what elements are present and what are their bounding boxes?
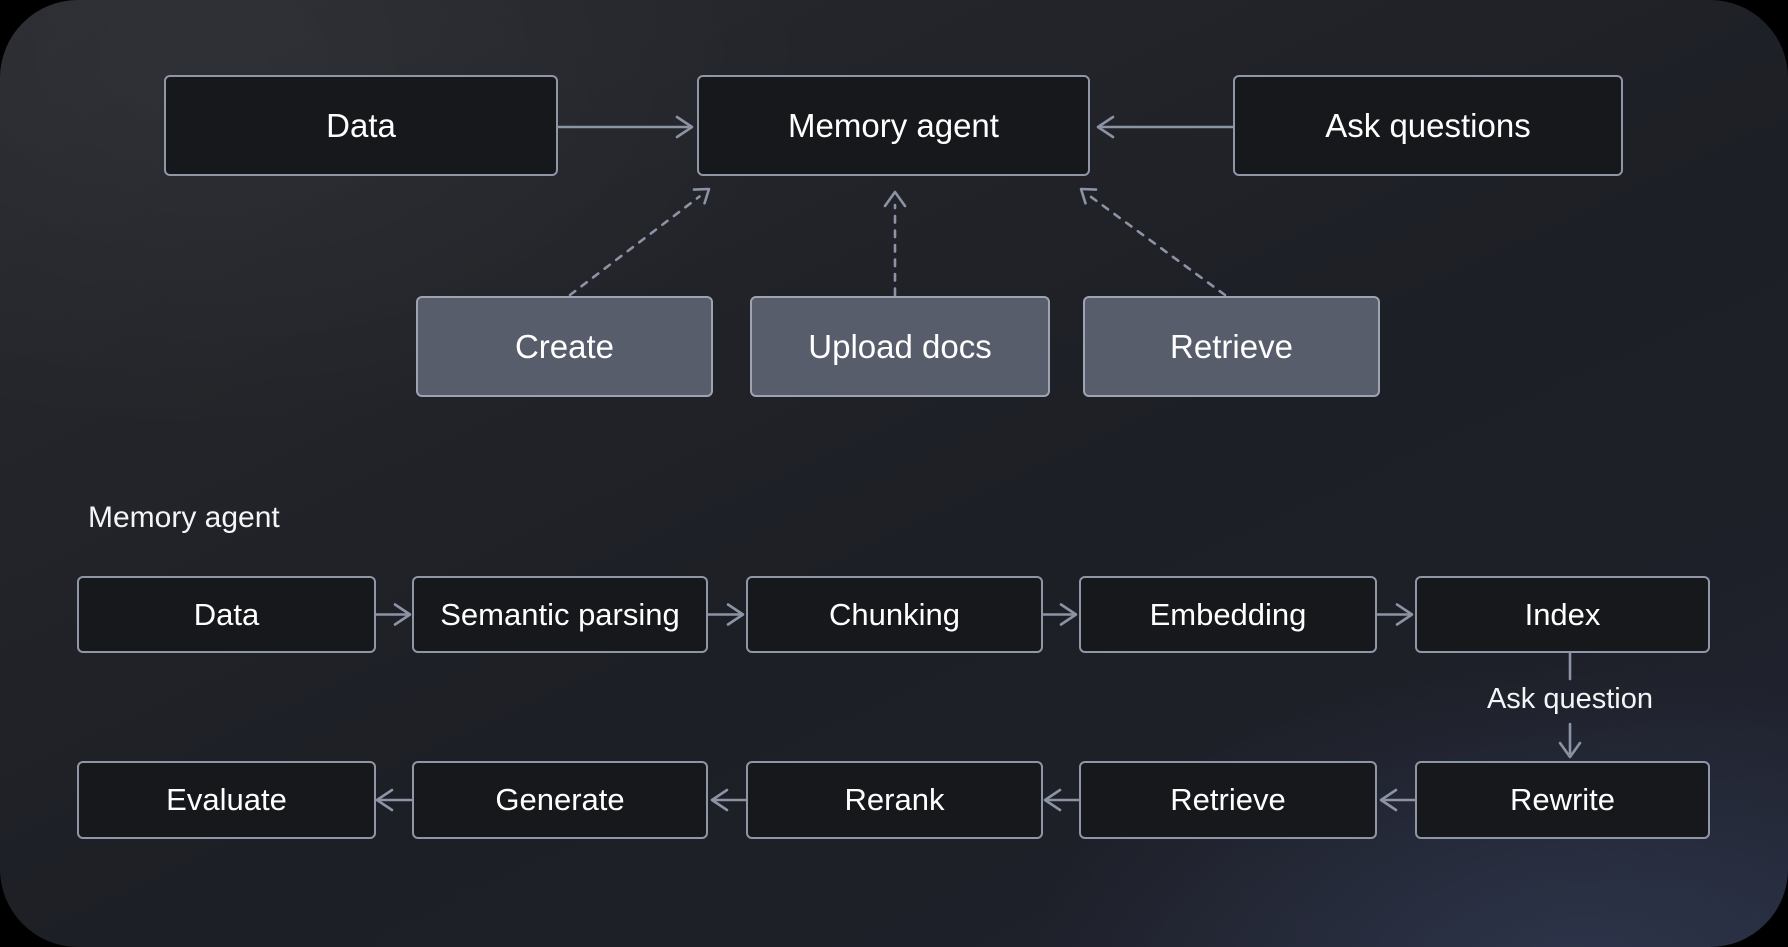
node-create: Create <box>416 296 713 397</box>
node-pipeline-retrieve: Retrieve <box>1079 761 1377 839</box>
arrow-generate-to-evaluate <box>375 788 413 812</box>
arrow-index-to-rewrite <box>1558 651 1582 759</box>
node-embedding: Embedding <box>1079 576 1377 653</box>
node-generate: Generate <box>412 761 708 839</box>
node-evaluate: Evaluate <box>77 761 376 839</box>
arrow-retrieve-to-memory-agent <box>1079 187 1227 297</box>
arrow-semantic-parsing-to-chunking <box>706 603 745 626</box>
arrow-data-to-memory-agent <box>556 115 694 139</box>
node-memory-agent: Memory agent <box>697 75 1090 176</box>
arrow-embedding-to-index <box>1375 603 1414 626</box>
arrow-upload-docs-to-memory-agent <box>883 190 907 297</box>
node-index: Index <box>1415 576 1710 653</box>
node-chunking: Chunking <box>746 576 1043 653</box>
node-ask-questions: Ask questions <box>1233 75 1623 176</box>
node-rewrite: Rewrite <box>1415 761 1710 839</box>
arrow-retrieve-to-rerank <box>1043 788 1081 812</box>
node-semantic-parsing: Semantic parsing <box>412 576 708 653</box>
pipeline-section-title: Memory agent <box>88 501 280 534</box>
arrow-rewrite-to-retrieve <box>1379 788 1417 812</box>
ask-question-connector-label: Ask question <box>1486 683 1654 715</box>
arrow-create-to-memory-agent <box>568 187 711 297</box>
arrow-chunking-to-embedding <box>1041 603 1078 626</box>
arrow-ask-questions-to-memory-agent <box>1096 115 1235 139</box>
node-retrieve-action: Retrieve <box>1083 296 1380 397</box>
arrow-data-to-semantic-parsing <box>374 603 412 626</box>
arrow-rerank-to-generate <box>710 788 748 812</box>
node-pipeline-data: Data <box>77 576 376 653</box>
node-rerank: Rerank <box>746 761 1043 839</box>
node-upload-docs: Upload docs <box>750 296 1050 397</box>
node-data-source: Data <box>164 75 558 176</box>
